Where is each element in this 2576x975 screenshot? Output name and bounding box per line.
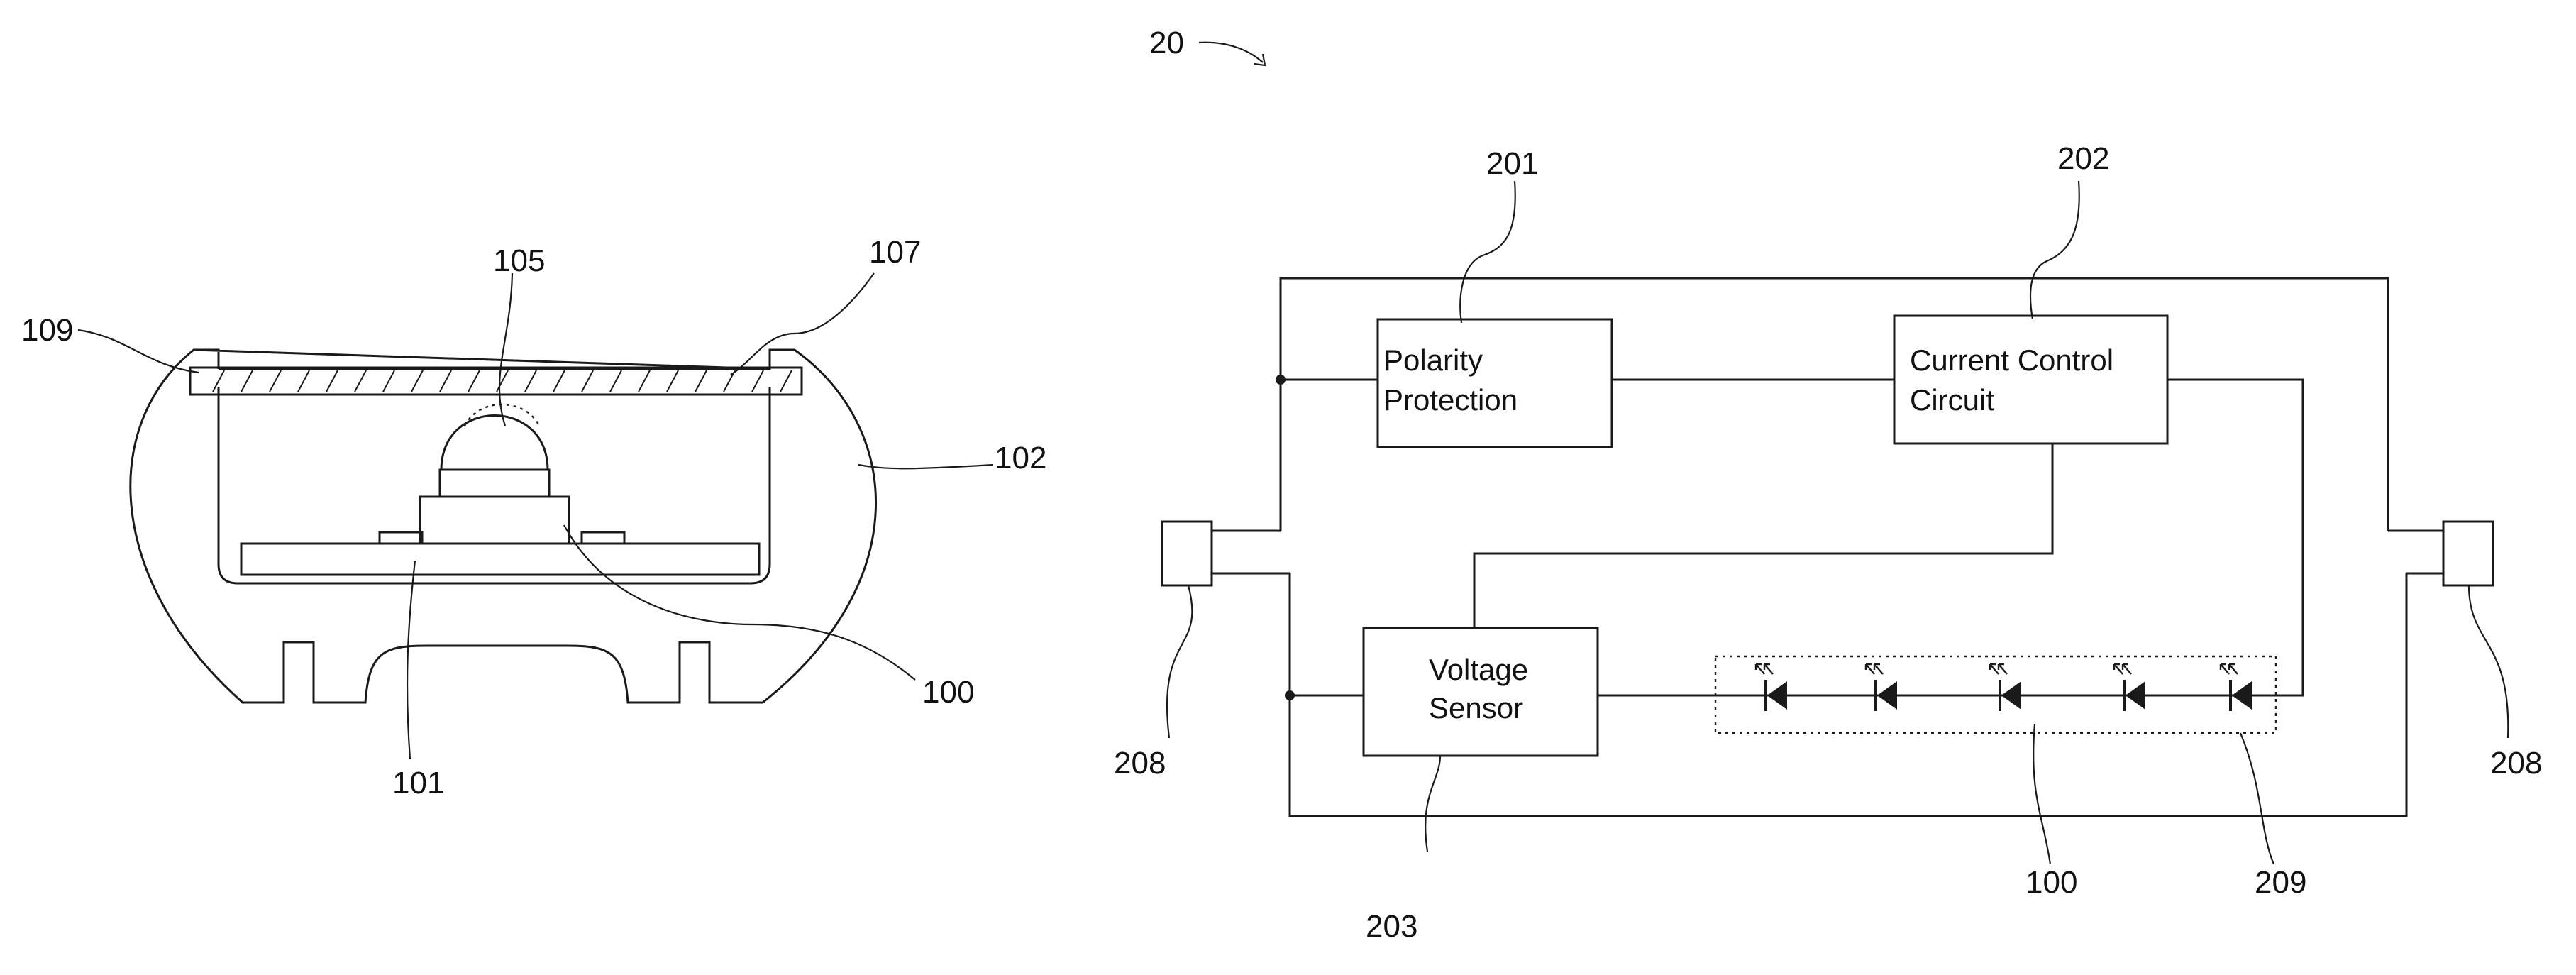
hatch-line (468, 370, 480, 392)
hatch-line (298, 370, 309, 392)
led-diode-icon (2221, 664, 2252, 711)
block-current-line1: Current Control (1910, 343, 2113, 377)
block-current-line2: Circuit (1910, 383, 1994, 417)
hatch-line (440, 370, 451, 392)
hatch-line (355, 370, 366, 392)
ref-102: 102 (995, 441, 1046, 475)
ref-208-left: 208 (1114, 746, 1166, 781)
circuit-board (241, 544, 759, 575)
figure-ref-20: 20 (1149, 26, 1184, 60)
connector-left (1162, 522, 1212, 585)
ref-107: 107 (869, 235, 921, 270)
ref-100-left: 100 (922, 675, 974, 710)
ref-109: 109 (21, 313, 73, 348)
hatch-line (525, 370, 536, 392)
led-diode-icon (1990, 664, 2021, 711)
hatch-line (695, 370, 707, 392)
hatch-line (639, 370, 650, 392)
ref-209: 209 (2255, 865, 2306, 900)
led-diode-icon (1756, 664, 1787, 711)
ref-101: 101 (392, 766, 444, 800)
lamp-cross-section: 109 105 107 102 100 101 (21, 235, 1046, 800)
led-package (420, 497, 569, 544)
hatch-line (582, 370, 593, 392)
block-voltage-line1: Voltage (1429, 653, 1528, 686)
connector-right (2443, 522, 2493, 585)
ref-203: 203 (1366, 909, 1417, 944)
block-current-control (1894, 316, 2167, 444)
led-string (1756, 664, 2252, 711)
ref-202: 202 (2057, 141, 2109, 176)
led-diode-icon (2114, 664, 2145, 711)
block-polarity-line2: Protection (1383, 383, 1518, 417)
hatch-line (553, 370, 565, 392)
cover-plate (190, 368, 802, 395)
ref-100-right: 100 (2025, 865, 2077, 900)
hatch-line (497, 370, 508, 392)
hatch-line (752, 370, 763, 392)
led-diode-icon (1866, 664, 1897, 711)
ref-201: 201 (1486, 146, 1538, 181)
hatch-line (610, 370, 621, 392)
ref-105: 105 (493, 243, 545, 278)
block-polarity-line1: Polarity (1383, 343, 1483, 377)
hatch-line (411, 370, 423, 392)
hatch-line (270, 370, 281, 392)
circuit-diagram: 20 Polarity Protection Current Control C… (1114, 26, 2542, 944)
ref-208-right: 208 (2490, 746, 2542, 781)
cover-hatching (213, 370, 792, 392)
hatch-line (780, 370, 792, 392)
block-voltage-line2: Sensor (1429, 691, 1523, 725)
hatch-line (667, 370, 678, 392)
housing-outline (131, 350, 876, 703)
hatch-line (241, 370, 253, 392)
led-dome (441, 416, 548, 470)
hatch-line (326, 370, 338, 392)
hatch-line (383, 370, 394, 392)
